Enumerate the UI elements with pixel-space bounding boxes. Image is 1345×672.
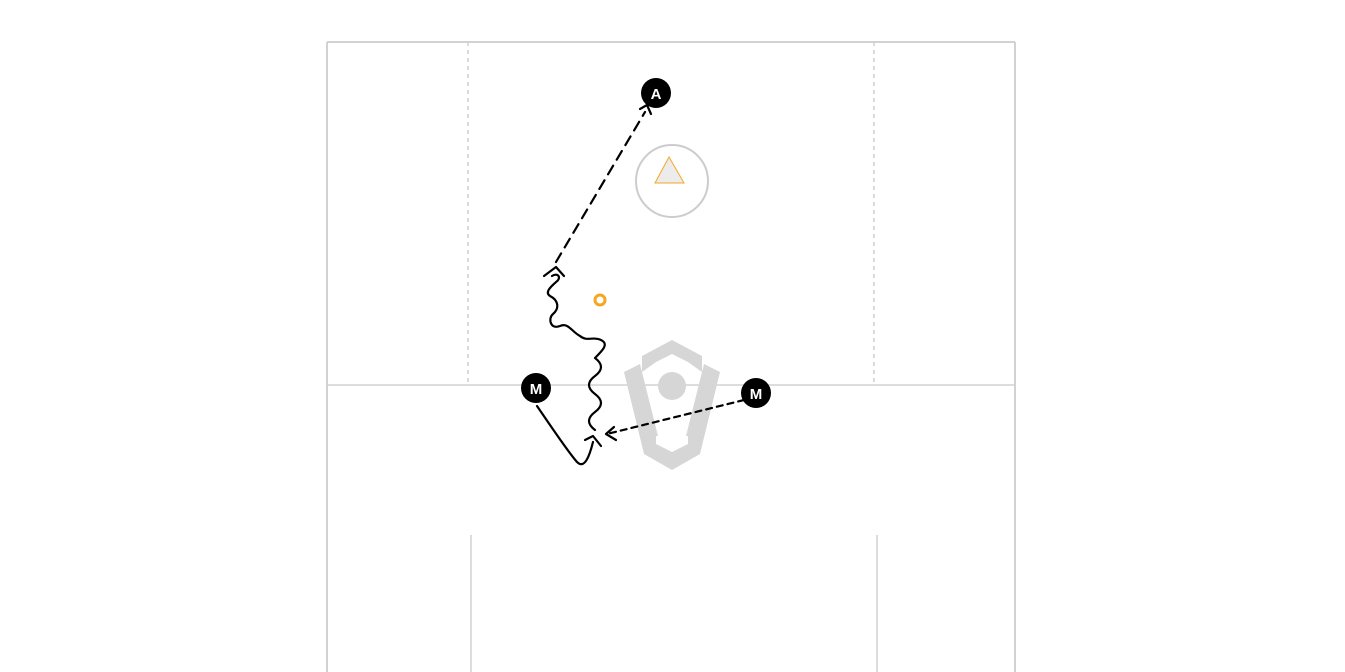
player-midfield-right: M: [741, 378, 771, 408]
cut-arrowhead: [583, 434, 603, 448]
cut-path-midfield-left: [535, 404, 595, 466]
goal-crease: [635, 144, 709, 218]
player-midfield-left: M: [521, 373, 551, 403]
action-lines: [535, 103, 746, 466]
pass-arrow-midfield-to-carrier: [605, 398, 746, 436]
dodge-wavy-path: [546, 273, 606, 432]
ball-icon: [593, 293, 607, 307]
player-attack: A: [641, 78, 671, 108]
player-midfield-right-label: M: [750, 386, 763, 403]
player-midfield-left-label: M: [530, 381, 543, 398]
pass-arrow-to-attack: [554, 110, 647, 264]
dodge-end-cap: [542, 265, 566, 278]
pass-arrowhead-carrier: [604, 425, 618, 442]
field: [326, 41, 1016, 672]
crease-circle: [635, 144, 709, 218]
player-attack-label: A: [651, 86, 662, 103]
brand-logo-icon: [624, 340, 720, 470]
goal-triangle-icon: [654, 155, 685, 184]
